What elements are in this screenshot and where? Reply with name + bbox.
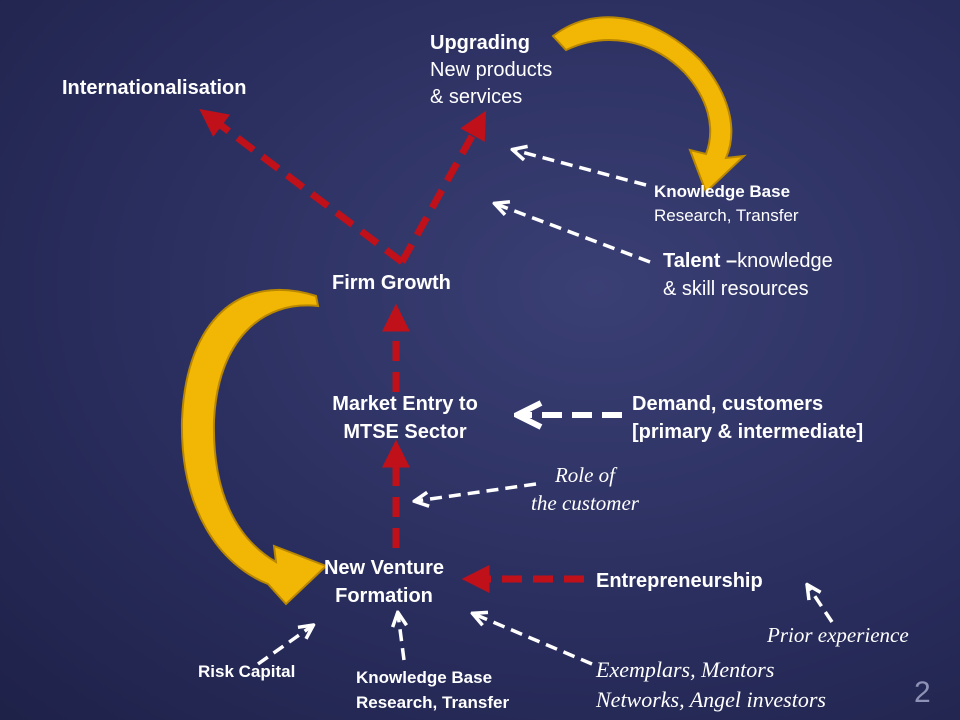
- label-exemplars: Exemplars, Mentors Networks, Angel inves…: [596, 656, 826, 713]
- label-talent: Talent –knowledge & skill resources: [663, 249, 833, 302]
- kb-top-sub: Research, Transfer: [654, 206, 799, 226]
- white-arrow-kb-bottom: [398, 614, 404, 661]
- white-arrow-risk-capital: [256, 626, 312, 666]
- upgrading-line1: New products: [430, 59, 553, 81]
- market-entry-line1: Market Entry to: [332, 393, 478, 415]
- exemplars-line2: Networks, Angel investors: [596, 686, 826, 712]
- role-line1: Role of: [554, 463, 616, 487]
- label-demand: Demand, customers [primary & intermediat…: [632, 392, 863, 445]
- nvf-line2: Formation: [335, 585, 433, 607]
- kb-bottom-title: Knowledge Base: [356, 668, 493, 687]
- page-number: 2: [914, 676, 931, 709]
- talent-line2: & skill resources: [663, 278, 809, 300]
- white-arrow-talent: [496, 204, 651, 264]
- label-new-venture-formation: New Venture Formation: [304, 556, 464, 609]
- white-arrow-prior-experience: [808, 586, 834, 623]
- label-market-entry: Market Entry to MTSE Sector: [312, 392, 498, 445]
- label-internationalisation: Internationalisation: [62, 77, 247, 99]
- talent-rest: knowledge: [737, 250, 833, 272]
- label-prior-experience: Prior experience: [767, 623, 909, 647]
- red-dashed-arrows: [199, 108, 584, 593]
- upgrading-line2: & services: [430, 86, 523, 108]
- red-arrow-to-upgrading: [398, 110, 487, 264]
- nvf-line1: New Venture: [323, 557, 445, 579]
- white-arrow-kb-top: [514, 150, 647, 187]
- exemplars-line1: Exemplars, Mentors: [596, 657, 775, 682]
- demand-line2: [primary & intermediate]: [632, 421, 864, 443]
- label-risk-capital: Risk Capital: [198, 662, 296, 681]
- label-role-of-customer: Role of the customer: [510, 462, 660, 517]
- label-knowledge-base-bottom: Knowledge Base Research, Transfer: [356, 667, 509, 714]
- role-line2: the customer: [531, 491, 639, 516]
- kb-bottom-sub: Research, Transfer: [356, 693, 510, 713]
- upgrading-title: Upgrading: [430, 32, 530, 54]
- label-entrepreneurship: Entrepreneurship: [596, 570, 763, 592]
- label-knowledge-base-top: Knowledge Base Research, Transfer: [654, 181, 799, 227]
- gold-curved-arrow-icon-top: [551, 16, 747, 194]
- gold-curved-arrow-icon-left: [180, 288, 328, 606]
- market-entry-line2: MTSE Sector: [343, 421, 467, 443]
- white-dashed-arrows: [256, 150, 834, 666]
- kb-top-title: Knowledge Base: [654, 182, 791, 201]
- demand-line1: Demand, customers: [632, 393, 824, 415]
- white-arrow-role-customer: [416, 482, 537, 501]
- talent-bold: Talent –: [663, 250, 738, 272]
- label-upgrading: Upgrading New products & services: [430, 31, 552, 110]
- label-firm-growth: Firm Growth: [332, 272, 451, 294]
- red-arrow-to-internationalisation: [199, 108, 405, 265]
- white-arrow-exemplars: [474, 614, 593, 666]
